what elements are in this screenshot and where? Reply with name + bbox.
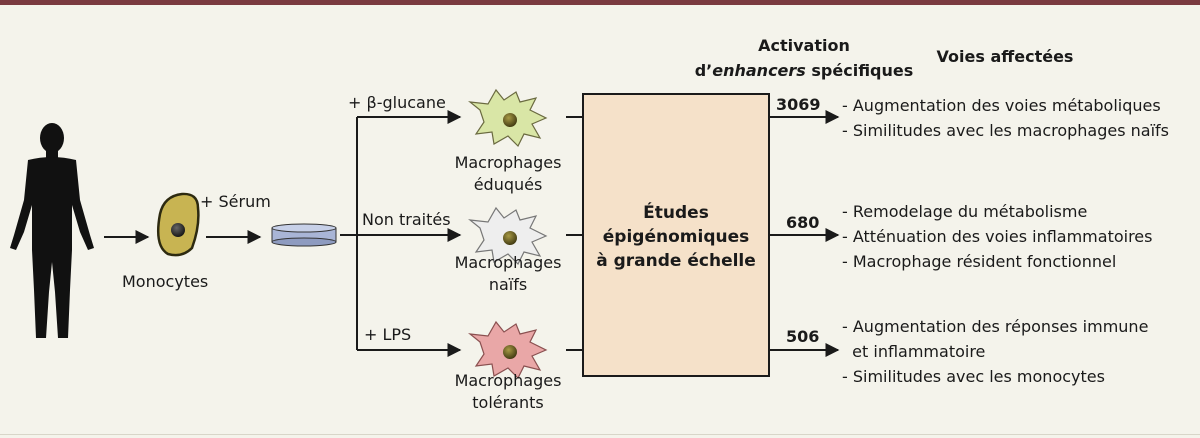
treatment-lps-label: + LPS — [364, 325, 411, 344]
macrophage-educated-label-1: Macrophages — [455, 153, 562, 172]
pathway-naive-2: - Atténuation des voies inflammatoires — [842, 227, 1152, 246]
macrophage-tolerant-icon — [468, 320, 548, 380]
pathway-educated-2: - Similitudes avec les macrophages naïfs — [842, 121, 1169, 140]
macrophage-naive-label-2: naïfs — [489, 275, 527, 294]
treatment-untreated-label: Non traités — [362, 210, 451, 229]
pathway-tolerant-3: - Similitudes avec les monocytes — [842, 367, 1105, 386]
monocytes-label: Monocytes — [122, 272, 208, 291]
macrophage-naive-icon — [468, 206, 548, 266]
pathway-naive-1: - Remodelage du métabolisme — [842, 202, 1087, 221]
culture-dish-icon — [271, 223, 337, 247]
top-border-bar — [0, 0, 1200, 5]
pathway-tolerant-1: - Augmentation des réponses immune — [842, 317, 1148, 336]
enhancer-count-naive: 680 — [786, 213, 819, 232]
box-line-3: à grande échelle — [596, 251, 756, 271]
pathway-naive-3: - Macrophage résident fonctionnel — [842, 252, 1116, 271]
bottom-divider — [0, 434, 1200, 435]
treatment-branches — [340, 110, 462, 357]
pathways-header: Voies affectées — [937, 47, 1074, 66]
connectors-to-box — [566, 116, 583, 351]
monocyte-cell-icon — [157, 192, 200, 257]
macrophage-educated-icon — [468, 88, 548, 148]
macrophage-tolerant-label-2: tolérants — [472, 393, 543, 412]
enhancer-count-tolerant: 506 — [786, 327, 819, 346]
serum-label: + Sérum — [200, 192, 271, 211]
pathway-tolerant-2: et inflammatoire — [842, 342, 985, 361]
human-silhouette-icon — [10, 123, 94, 338]
activation-header-line-2: d’enhancers spécifiques — [695, 61, 914, 80]
activation-header-line-1: Activation — [758, 36, 850, 55]
macrophage-educated-label-2: éduqués — [474, 175, 543, 194]
macrophage-naive-label-1: Macrophages — [455, 253, 562, 272]
treatment-beta-glucan-label: + β-glucane — [348, 93, 446, 112]
box-line-1: Études — [643, 201, 709, 223]
pathway-educated-1: - Augmentation des voies métaboliques — [842, 96, 1161, 115]
enhancer-count-educated: 3069 — [776, 95, 821, 114]
output-arrows — [769, 110, 840, 357]
box-line-2: épigénomiques — [603, 227, 749, 247]
macrophage-tolerant-label-1: Macrophages — [455, 371, 562, 390]
